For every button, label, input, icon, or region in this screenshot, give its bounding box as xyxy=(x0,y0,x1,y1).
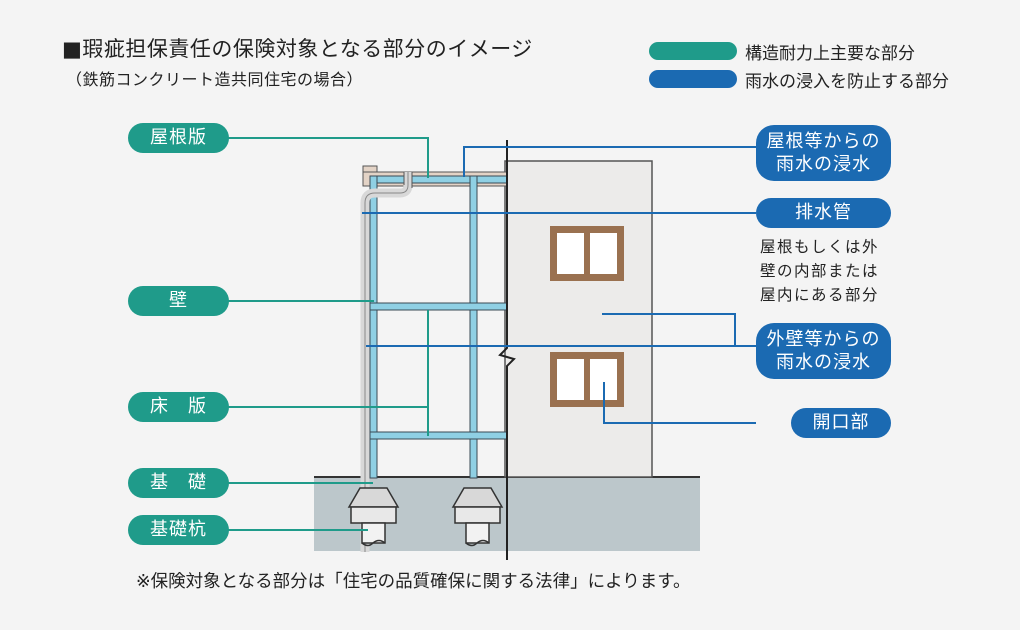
section-cut-line xyxy=(498,140,516,560)
label-roof-ingress: 屋根等からの 雨水の浸水 xyxy=(756,125,891,181)
label-roof-ingress-line1: 屋根等からの xyxy=(766,131,881,152)
label-opening: 開口部 xyxy=(791,408,891,438)
foundation-left xyxy=(347,487,400,547)
label-floor-slab: 床 版 xyxy=(128,392,229,422)
leader-opening xyxy=(603,382,756,424)
legend-item-structural: 構造耐力上主要な部分 xyxy=(649,38,949,64)
label-wall-ingress-line1: 外壁等からの xyxy=(766,329,881,350)
foundation-right xyxy=(451,487,504,547)
label-roof-slab: 屋根版 xyxy=(128,123,229,153)
label-wall-ingress: 外壁等からの 雨水の浸水 xyxy=(756,323,891,379)
leader-wall-ingress-upper xyxy=(602,313,736,346)
drain-pipe-note: 屋根もしくは外 壁の内部または 屋内にある部分 xyxy=(760,235,879,307)
label-foundation-pile: 基礎杭 xyxy=(128,515,229,545)
window-upper xyxy=(550,226,624,281)
legend-swatch-structural xyxy=(649,42,737,60)
leader-roof-ingress xyxy=(463,146,756,177)
wall-column xyxy=(369,175,378,479)
legend-label-structural: 構造耐力上主要な部分 xyxy=(745,43,915,64)
drain-note-line3: 屋内にある部分 xyxy=(760,286,880,304)
label-foundation: 基 礎 xyxy=(128,468,229,498)
leader-floor-slab xyxy=(228,310,429,408)
leader-roof-slab xyxy=(228,137,429,178)
roof-slab xyxy=(369,175,508,184)
footnote: ※保険対象となる部分は「住宅の品質確保に関する法律」によります。 xyxy=(136,572,691,592)
legend-label-rainwater: 雨水の浸入を防止する部分 xyxy=(745,71,949,92)
label-wall-ingress-line2: 雨水の浸水 xyxy=(776,352,871,373)
legend: 構造耐力上主要な部分 雨水の浸入を防止する部分 xyxy=(649,38,949,94)
inner-column xyxy=(469,175,478,479)
page-subtitle: （鉄筋コンクリート造共同住宅の場合） xyxy=(66,70,364,89)
label-wall: 壁 xyxy=(128,286,229,316)
drain-note-line2: 壁の内部または xyxy=(760,262,880,280)
floor-slab-lower xyxy=(369,431,508,440)
exterior-wall xyxy=(504,160,653,478)
drain-note-line1: 屋根もしくは外 xyxy=(760,238,880,256)
window-lower xyxy=(550,352,624,407)
label-drain-pipe: 排水管 xyxy=(756,198,891,228)
legend-swatch-rainwater xyxy=(649,70,737,88)
floor-slab-upper xyxy=(369,302,508,311)
label-roof-ingress-line2: 雨水の浸水 xyxy=(776,154,871,175)
legend-item-rainwater: 雨水の浸入を防止する部分 xyxy=(649,66,949,92)
page-title: ■瑕疵担保責任の保険対象となる部分のイメージ xyxy=(62,37,533,61)
